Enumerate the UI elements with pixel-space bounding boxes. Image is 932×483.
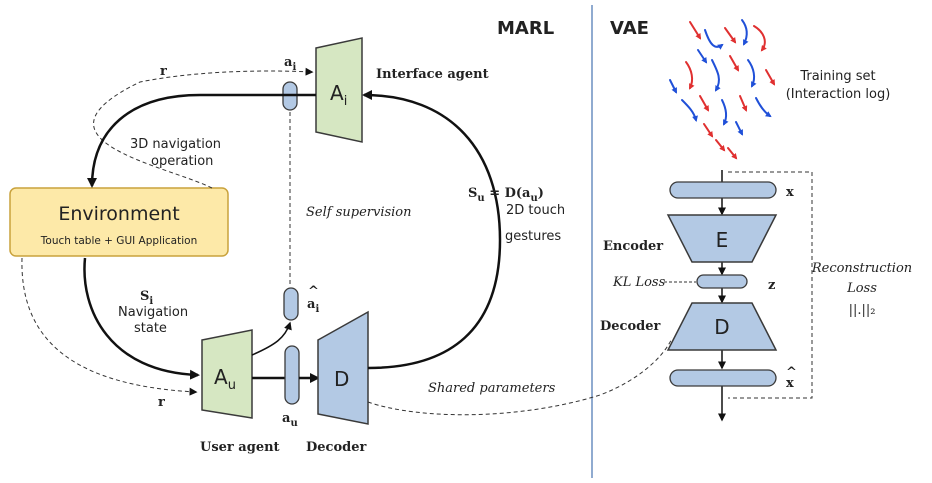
interface-agent-block (315, 37, 363, 143)
action-au-pill (284, 345, 300, 405)
section-title-vae: VAE (610, 18, 649, 39)
pred-action-hat: ^ (308, 284, 319, 299)
reward-label-top: r (160, 64, 167, 79)
training-set-strokes (669, 19, 775, 160)
reward-arrow-bottom (21, 257, 198, 396)
action-ai-label: ai (284, 55, 296, 73)
vae-xhat-hat: ^ (786, 365, 797, 380)
su-equation: Su = D(au) (468, 186, 544, 204)
vae-decoder-letter: D (714, 315, 729, 339)
vae-decoder-block (666, 302, 778, 351)
recon-line1: Reconstruction (811, 261, 912, 276)
vae-z-pill (696, 274, 748, 289)
reward-label-bottom: r (158, 395, 165, 410)
training-set-line1: Training set (799, 69, 875, 84)
vae-decoder-label: Decoder (600, 319, 660, 334)
decoder-block-marl (317, 310, 369, 425)
nav-op-line1: 3D navigation (130, 137, 221, 152)
su-line1: 2D touch (506, 203, 565, 218)
shared-parameters-link (367, 337, 673, 416)
vae-x-label: x (786, 185, 794, 200)
interface-agent-title: Interface agent (376, 67, 489, 82)
reward-arrow-top (93, 67, 314, 189)
vae-x-pill (669, 181, 777, 199)
state-symbol: Si (140, 289, 153, 307)
su-arrow (362, 90, 502, 370)
recon-line3: ||.||₂ (849, 303, 876, 318)
training-set-line2: (Interaction log) (786, 87, 891, 102)
environment-box (9, 187, 229, 257)
action-au-label: au (282, 411, 298, 429)
nav-op-line2: operation (151, 154, 213, 169)
vae-z-label: z (768, 278, 775, 293)
environment-title: Environment (58, 203, 179, 225)
state-line2: state (134, 321, 167, 336)
pred-action-pill (283, 287, 299, 321)
vae-encoder-letter: E (716, 228, 729, 252)
decoder-block-marl-letter: D (334, 367, 349, 391)
decoder-marl-title: Decoder (306, 440, 366, 455)
user-agent-block (201, 329, 253, 419)
user-agent-title: User agent (200, 440, 280, 455)
nav-op-arrow (87, 93, 316, 188)
section-title-marl: MARL (497, 18, 554, 39)
reconstruction-bracket (728, 171, 813, 399)
recon-line2: Loss (846, 281, 877, 296)
environment-subtitle: Touch table + GUI Application (40, 235, 197, 247)
pred-action-label: ai (307, 297, 319, 315)
vae-xhat-pill (669, 369, 777, 387)
vae-xhat-label: x (786, 376, 794, 391)
vae-encoder-label: Encoder (603, 239, 663, 254)
user-agent-block-letter: Au (214, 365, 236, 393)
vae-encoder-block (666, 214, 778, 263)
state-line1: Navigation (118, 305, 188, 320)
self-supervision-label: Self supervision (306, 205, 412, 220)
user-to-pred-arrow (251, 321, 292, 356)
interface-agent-block-letter: Ai (330, 81, 347, 109)
su-line2: gestures (505, 229, 561, 244)
state-arrow (83, 257, 200, 380)
shared-parameters-label: Shared parameters (428, 381, 556, 396)
vae-kl-loss-label: KL Loss (612, 275, 666, 290)
